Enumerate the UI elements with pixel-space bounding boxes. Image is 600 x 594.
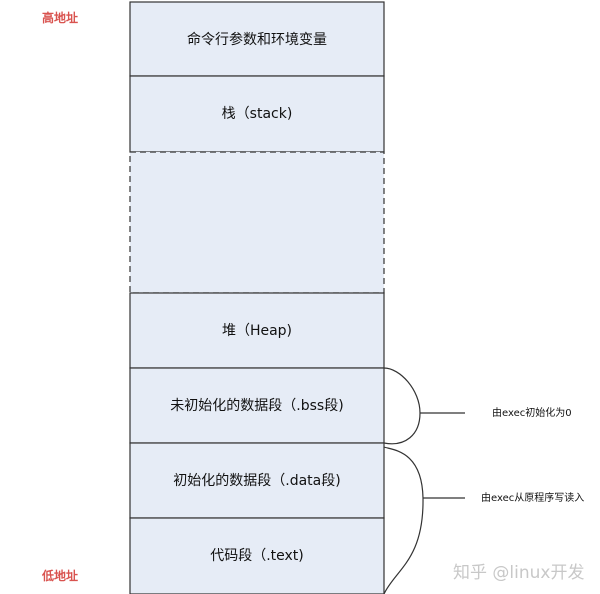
bss-brace	[383, 367, 421, 445]
segment-label: 初始化的数据段（.data段)	[173, 472, 340, 489]
segment-heap	[129, 292, 385, 369]
segment-data	[129, 442, 385, 519]
low-address-label: 低地址	[41, 568, 78, 583]
segment-label: 命令行参数和环境变量	[187, 31, 327, 48]
segment-label: 栈（stack)	[222, 106, 293, 122]
segment-free-gap	[129, 151, 385, 294]
segment-bss	[129, 367, 385, 444]
segment-stack	[129, 75, 385, 153]
segment-args-env	[129, 1, 385, 77]
segment-label: 堆（Heap)	[222, 323, 292, 339]
data-brace	[383, 446, 424, 594]
segment-text	[129, 517, 385, 594]
bss-note: 由exec初始化为0	[492, 406, 572, 419]
watermark: 知乎 @linux开发	[453, 563, 584, 583]
data-note: 由exec从原程序写读入	[481, 491, 584, 504]
high-address-label: 高地址	[42, 10, 78, 25]
segment-label: 未初始化的数据段（.bss段)	[170, 397, 343, 414]
segment-label: 代码段（.text)	[210, 548, 304, 564]
